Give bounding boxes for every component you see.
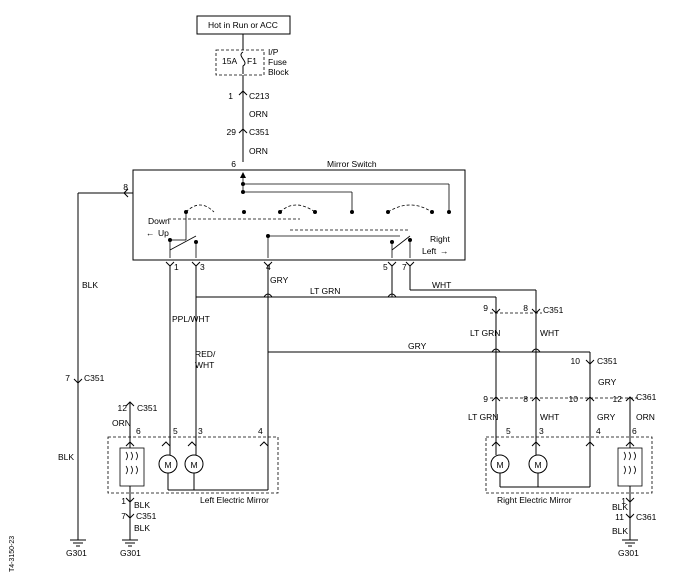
svg-text:BLK: BLK	[82, 280, 98, 290]
svg-text:7: 7	[121, 511, 126, 521]
svg-text:10: 10	[571, 356, 581, 366]
svg-text:3: 3	[198, 426, 203, 436]
svg-text:12: 12	[613, 394, 623, 404]
svg-text:ORN: ORN	[249, 146, 268, 156]
svg-text:WHT: WHT	[540, 328, 559, 338]
connector-c213	[238, 90, 248, 96]
mirror-switch-title: Mirror Switch	[327, 159, 377, 169]
svg-text:M: M	[164, 460, 171, 470]
svg-text:C351: C351	[84, 373, 105, 383]
switch-arrow-up: ←	[146, 228, 155, 238]
svg-text:C361: C361	[636, 392, 657, 402]
svg-text:1: 1	[228, 91, 233, 101]
switch-label-down: Down	[148, 216, 170, 226]
svg-text:6: 6	[136, 426, 141, 436]
svg-text:6: 6	[231, 159, 236, 169]
fuse-block	[215, 49, 265, 76]
svg-text:M: M	[534, 460, 541, 470]
svg-text:ORN: ORN	[112, 418, 131, 428]
ground-g301-c: G301	[618, 548, 639, 558]
svg-text:5: 5	[173, 426, 178, 436]
svg-text:8: 8	[523, 303, 528, 313]
svg-text:ORN: ORN	[636, 412, 655, 422]
heater-waves-icon	[125, 451, 138, 475]
svg-text:C361: C361	[636, 512, 657, 522]
ground-g301-b: G301	[120, 548, 141, 558]
switch-label-up: Up	[158, 228, 169, 238]
svg-text:GRY: GRY	[408, 341, 427, 351]
svg-text:WHT: WHT	[195, 360, 214, 370]
fuse-block-label-1: I/P	[268, 47, 279, 57]
svg-text:RED/: RED/	[195, 349, 216, 359]
fuse-rating: 15A	[222, 56, 237, 66]
svg-text:GRY: GRY	[597, 412, 616, 422]
svg-text:6: 6	[632, 426, 637, 436]
svg-text:BLK: BLK	[134, 500, 150, 510]
svg-text:GRY: GRY	[270, 275, 289, 285]
svg-text:BLK: BLK	[612, 502, 628, 512]
right-mirror-title: Right Electric Mirror	[497, 495, 572, 505]
svg-text:5: 5	[383, 262, 388, 272]
figure-id: T4-3150-23	[9, 536, 16, 572]
left-mirror-title: Left Electric Mirror	[200, 495, 269, 505]
fuse-symbol	[240, 51, 246, 74]
left-mirror-box	[107, 436, 279, 494]
svg-text:9: 9	[483, 394, 488, 404]
svg-text:8: 8	[523, 394, 528, 404]
left-mirror-heater	[119, 447, 145, 487]
svg-text:C351: C351	[597, 356, 618, 366]
svg-text:4: 4	[258, 426, 263, 436]
svg-text:C351: C351	[543, 305, 564, 315]
svg-text:C351: C351	[136, 511, 157, 521]
svg-text:M: M	[496, 460, 503, 470]
switch-arrow-left: →	[440, 246, 449, 256]
svg-text:C213: C213	[249, 91, 270, 101]
svg-text:1: 1	[621, 496, 626, 506]
svg-text:29: 29	[227, 127, 237, 137]
svg-text:3: 3	[200, 262, 205, 272]
connector-c351-feed	[238, 128, 248, 134]
svg-text:5: 5	[506, 426, 511, 436]
svg-text:7: 7	[402, 262, 407, 272]
svg-text:ORN: ORN	[249, 109, 268, 119]
switch-label-left: Left	[422, 246, 437, 256]
svg-text:BLK: BLK	[134, 523, 150, 533]
svg-text:LT GRN: LT GRN	[468, 412, 498, 422]
power-source-label: Hot in Run or ACC	[208, 20, 278, 30]
svg-text:PPL/WHT: PPL/WHT	[172, 314, 210, 324]
svg-text:BLK: BLK	[612, 526, 628, 536]
fuse-block-label-3: Block	[268, 67, 290, 77]
mirror-switch-box	[132, 169, 466, 261]
svg-text:LT GRN: LT GRN	[470, 328, 500, 338]
ground-g301-a: G301	[66, 548, 87, 558]
svg-text:BLK: BLK	[58, 452, 74, 462]
svg-text:3: 3	[539, 426, 544, 436]
fuse-id: F1	[247, 56, 257, 66]
svg-text:9: 9	[483, 303, 488, 313]
svg-text:WHT: WHT	[540, 412, 559, 422]
svg-text:C351: C351	[249, 127, 270, 137]
svg-text:11: 11	[615, 512, 624, 522]
svg-text:12: 12	[118, 403, 128, 413]
svg-text:M: M	[190, 460, 197, 470]
svg-text:1: 1	[174, 262, 179, 272]
switch-label-right: Right	[430, 234, 450, 244]
svg-text:GRY: GRY	[598, 377, 617, 387]
svg-text:10: 10	[569, 394, 579, 404]
svg-text:WHT: WHT	[432, 280, 451, 290]
svg-text:8: 8	[123, 182, 128, 192]
heater-waves-icon	[623, 451, 636, 475]
right-mirror-box	[485, 436, 653, 494]
svg-text:4: 4	[596, 426, 601, 436]
connector-c351-ground	[73, 378, 83, 384]
fuse-block-label-2: Fuse	[268, 57, 287, 67]
svg-text:7: 7	[65, 373, 70, 383]
svg-text:LT GRN: LT GRN	[310, 286, 340, 296]
svg-text:C351: C351	[137, 403, 158, 413]
svg-text:1: 1	[121, 496, 126, 506]
